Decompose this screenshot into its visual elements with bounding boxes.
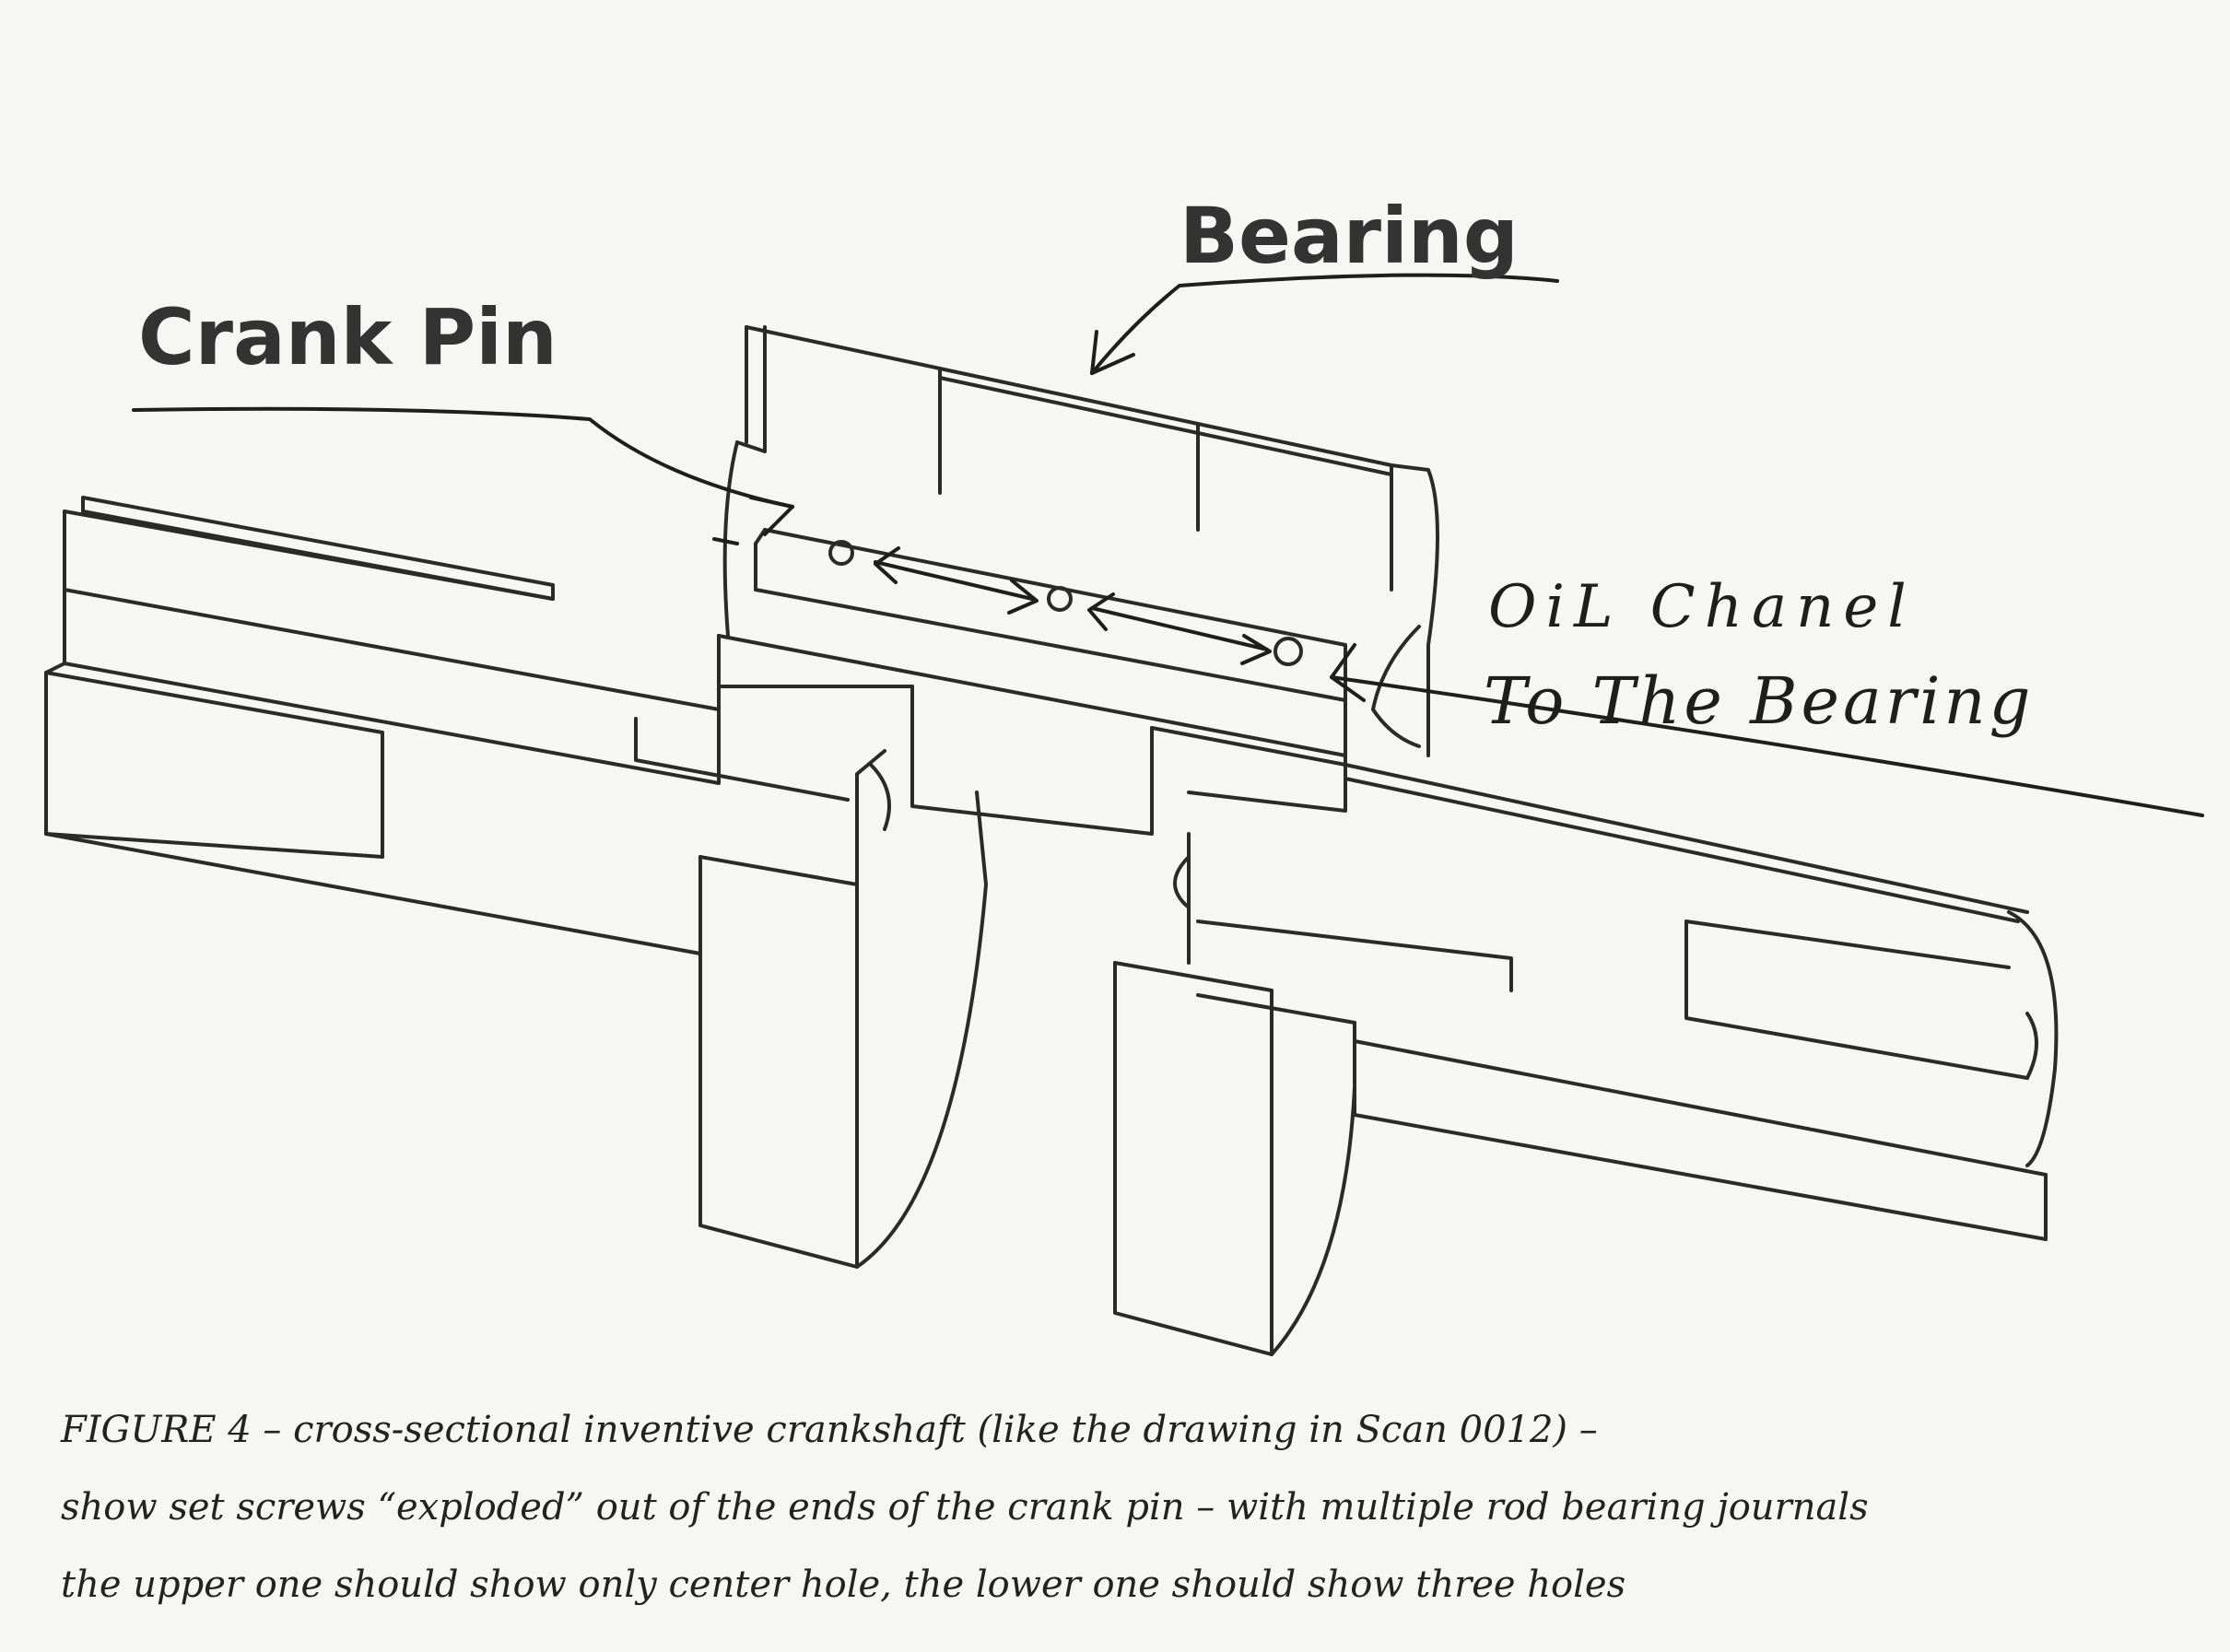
oil-channel-leader bbox=[1330, 643, 2204, 817]
bearing-label: Bearing bbox=[1180, 191, 1519, 281]
bearing-leader bbox=[1090, 273, 1559, 375]
oil-channel-label-line2: To The Bearing bbox=[1484, 663, 2034, 739]
exploded-arrows bbox=[874, 546, 1272, 665]
oil-channel-label-line1: OiL Chanel bbox=[1488, 573, 1916, 641]
crank-pin-leader bbox=[132, 406, 794, 545]
left-crank-web bbox=[698, 749, 988, 1269]
bearing bbox=[722, 325, 1439, 757]
figure-caption: FIGURE 4 – cross-sectional inventive cra… bbox=[61, 1391, 2208, 1623]
caption-line-1: FIGURE 4 – cross-sectional inventive cra… bbox=[61, 1409, 1598, 1451]
caption-line-3: the upper one should show only center ho… bbox=[61, 1564, 1626, 1606]
left-main-journal bbox=[44, 496, 850, 955]
right-crank-web bbox=[1113, 832, 1513, 1356]
caption-line-2: show set screws “exploded” out of the en… bbox=[61, 1486, 1869, 1529]
right-main-journal bbox=[1344, 763, 2059, 1241]
hole-left bbox=[828, 540, 854, 566]
crank-pin bbox=[717, 528, 1347, 836]
crank-pin-label: Crank Pin bbox=[138, 292, 558, 382]
hole-center bbox=[1047, 586, 1073, 612]
set-screw-holes bbox=[828, 540, 1303, 666]
hole-right bbox=[1273, 637, 1303, 666]
